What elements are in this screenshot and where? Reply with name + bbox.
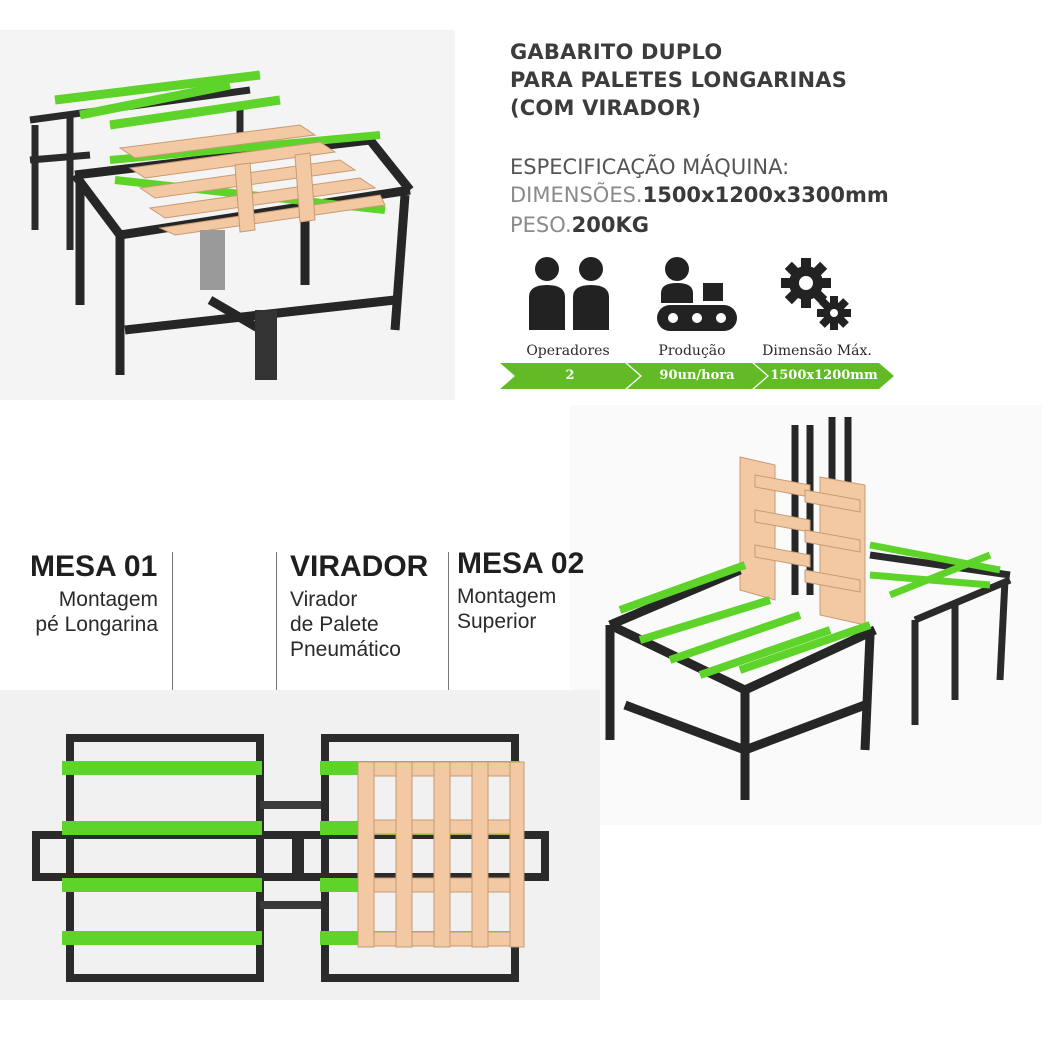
feature-values-bar: 2 90un/hora 1500x1200mm xyxy=(500,363,900,389)
title-line-2: PARA PALETES LONGARINAS xyxy=(510,68,848,92)
gears-icon xyxy=(778,255,858,335)
callout-title-mesa-01: MESA 01 xyxy=(30,550,158,583)
feature-value-max-dimension: 1500x1200mm xyxy=(770,368,878,383)
page-title: GABARITO DUPLO PARA PALETES LONGARINAS (… xyxy=(510,38,930,122)
callout-title-virador: VIRADOR xyxy=(290,550,429,583)
feature-value-production: 90un/hora xyxy=(659,368,735,383)
title-line-3: (COM VIRADOR) xyxy=(510,96,702,120)
feature-label-max-dimension: Dimensão Máx. xyxy=(762,343,872,359)
spec-dimensions: DIMENSÕES.1500x1200x3300mm xyxy=(510,183,889,207)
callout-title-mesa-02: MESA 02 xyxy=(457,547,585,580)
leader-line-virador xyxy=(276,552,277,802)
callout-line: Superior xyxy=(457,610,537,633)
feature-label-production: Produção xyxy=(658,343,726,359)
spec-weight-value: 200KG xyxy=(571,213,649,237)
callout-desc-virador: Virador de Palete Pneumático xyxy=(290,587,401,662)
production-conveyor-icon xyxy=(655,255,740,335)
callout-desc-mesa-02: Montagem Superior xyxy=(457,584,556,634)
feature-value-operators: 2 xyxy=(565,368,575,383)
spec-dimensions-value: 1500x1200x3300mm xyxy=(642,183,889,207)
operators-icon xyxy=(525,255,615,335)
callout-line: pé Longarina xyxy=(35,613,158,636)
callout-line: Montagem xyxy=(58,588,158,611)
chevron-production xyxy=(627,363,767,389)
callout-line: Virador xyxy=(290,588,358,611)
spec-heading: ESPECIFICAÇÃO MÁQUINA: xyxy=(510,155,790,179)
spec-weight: PESO.200KG xyxy=(510,213,649,237)
leader-line-mesa-02 xyxy=(448,552,449,732)
machine-render-top-view xyxy=(0,690,600,1000)
callout-line: Montagem xyxy=(457,585,557,608)
spec-weight-label: PESO. xyxy=(510,213,572,237)
chevron-max-dimension xyxy=(754,363,894,389)
title-line-1: GABARITO DUPLO xyxy=(510,40,723,64)
callout-line: Pneumático xyxy=(290,638,401,661)
callout-desc-mesa-01: Montagem pé Longarina xyxy=(30,587,158,637)
leader-line-mesa-01 xyxy=(172,552,173,732)
chevron-operators xyxy=(500,363,640,389)
machine-render-flipper xyxy=(570,405,1042,825)
machine-render-perspective xyxy=(0,30,455,400)
callout-line: de Palete xyxy=(290,613,379,636)
feature-label-operators: Operadores xyxy=(526,343,610,359)
spec-dimensions-label: DIMENSÕES. xyxy=(510,183,643,207)
